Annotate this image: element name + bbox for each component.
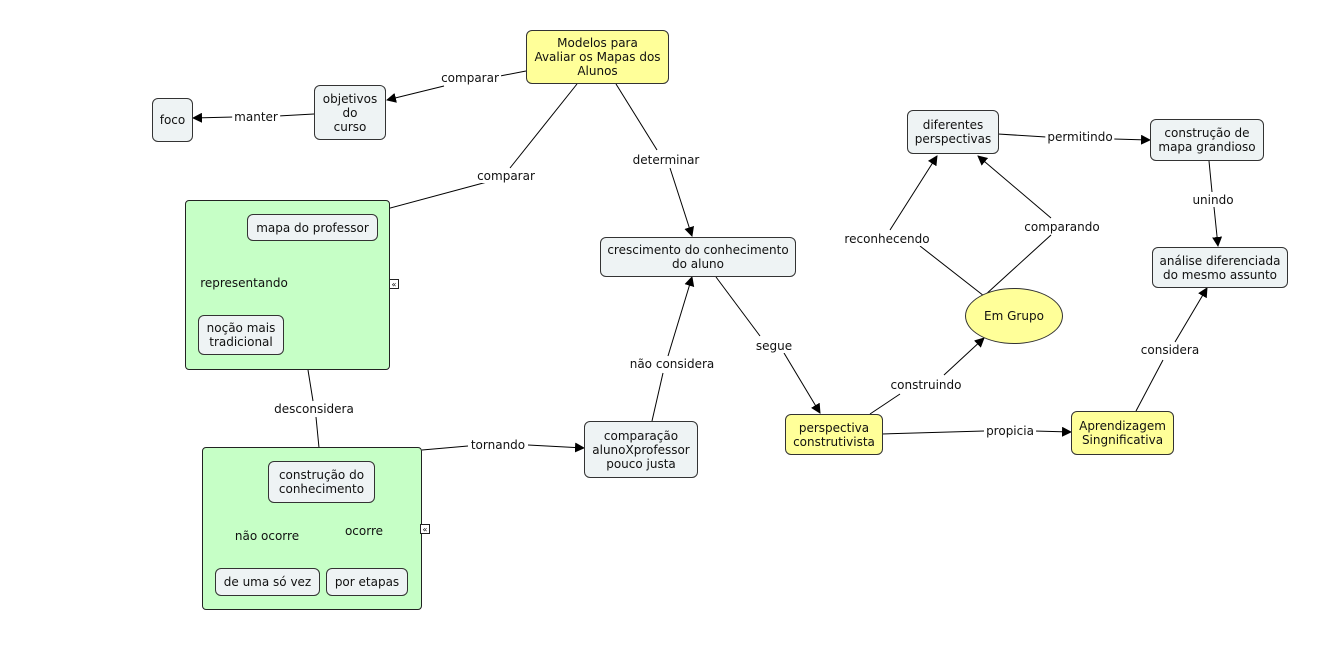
edge-construindo-emgrupo [943, 337, 985, 376]
edge-label-reconhecendo: reconhecendo [842, 232, 932, 246]
concept-comparacao[interactable]: comparação alunoXprofessor pouco justa [584, 421, 698, 478]
concept-aprendizagem[interactable]: Aprendizagem Singnificativa [1071, 411, 1174, 455]
edge-label-comparar: comparar [475, 169, 537, 183]
edge-segue-perspectiva [783, 352, 821, 414]
edge-permitindo-construcaomapa [1113, 134, 1151, 145]
edge-label-comparar: comparar [439, 71, 501, 85]
edge-aprendizagem-considera [1135, 359, 1164, 412]
edge-modelos-comparar2 [509, 83, 578, 169]
concept-em-grupo[interactable]: Em Grupo [965, 288, 1063, 344]
edge-label-determinar: determinar [630, 153, 702, 167]
edge-objetivos-manter [277, 113, 315, 117]
concept-objetivos[interactable]: objetivos do curso [314, 85, 386, 140]
edge-label-nao-considera: não considera [627, 357, 717, 371]
edge-perspectiva-construindo [869, 393, 901, 415]
concept-crescimento[interactable]: crescimento do conhecimento do aluno [600, 237, 796, 277]
edge-perspectiva-propicia [881, 430, 985, 435]
collapse-icon[interactable]: « [389, 279, 399, 289]
edge-considera-analise [1174, 287, 1208, 343]
concept-construcao-mapa[interactable]: construção de mapa grandioso [1150, 119, 1264, 161]
edge-label-segue: segue [753, 339, 795, 353]
edge-comparacao-naoconsidera [651, 372, 664, 422]
edge-emgrupo-comparando [983, 234, 1052, 297]
edge-crescimento-segue [715, 276, 761, 337]
concept-construcao[interactable]: construção do conhecimento [268, 461, 375, 503]
edge-grupo2-tornando [421, 445, 469, 451]
concept-por-etapas[interactable]: por etapas [326, 568, 408, 596]
edge-modelos-comparar [499, 70, 527, 77]
edge-label-nao-ocorre: não ocorre [232, 529, 302, 543]
concept-analise[interactable]: análise diferenciada do mesmo assunto [1152, 247, 1288, 288]
edge-modelos-determinar [615, 83, 658, 151]
edge-construcaomapa-unindo [1208, 160, 1213, 193]
concept-modelos[interactable]: Modelos para Avaliar os Mapas dos Alunos [526, 30, 669, 84]
edge-label-ocorre: ocorre [342, 524, 386, 538]
edge-label-unindo: unindo [1190, 193, 1236, 207]
edge-diferentes-permitindo [997, 133, 1047, 138]
concept-diferentes[interactable]: diferentes perspectivas [907, 110, 999, 154]
edge-naoconsidera-crescimento [667, 276, 695, 357]
edge-unindo-analise [1212, 206, 1223, 247]
edge-label-tornando: tornando [468, 438, 528, 452]
edge-label-representando: representando [198, 276, 290, 290]
edge-grupo1-desconsidera [307, 369, 314, 402]
concept-mapa-professor[interactable]: mapa do professor [247, 214, 378, 241]
edge-label-manter: manter [232, 110, 280, 124]
edge-label-comparando: comparando [1022, 220, 1102, 234]
concept-perspectiva[interactable]: perspectiva construtivista [785, 414, 883, 455]
edge-comparar-objetivos [386, 85, 445, 103]
edge-manter-foco [192, 112, 235, 123]
edge-label-considera: considera [1138, 343, 1202, 357]
edge-propicia-aprendizagem [1033, 426, 1072, 437]
edge-label-permitindo: permitindo [1045, 130, 1115, 144]
edge-label-construindo: construindo [888, 378, 964, 392]
edge-reconhecendo-diferentes [889, 155, 938, 231]
edge-label-propicia: propicia [984, 424, 1036, 438]
concept-uma-so-vez[interactable]: de uma só vez [215, 568, 320, 596]
edge-tornando-comparacao [527, 442, 585, 453]
edge-label-desconsidera: desconsidera [272, 402, 356, 416]
edge-comparando-diferentes [977, 155, 1052, 219]
collapse-icon[interactable]: « [420, 524, 430, 534]
concept-foco[interactable]: foco [152, 98, 193, 142]
concept-nocao[interactable]: noção mais tradicional [198, 315, 284, 355]
edge-determinar-crescimento [669, 167, 694, 237]
edge-emgrupo-reconhecendo [919, 245, 985, 297]
